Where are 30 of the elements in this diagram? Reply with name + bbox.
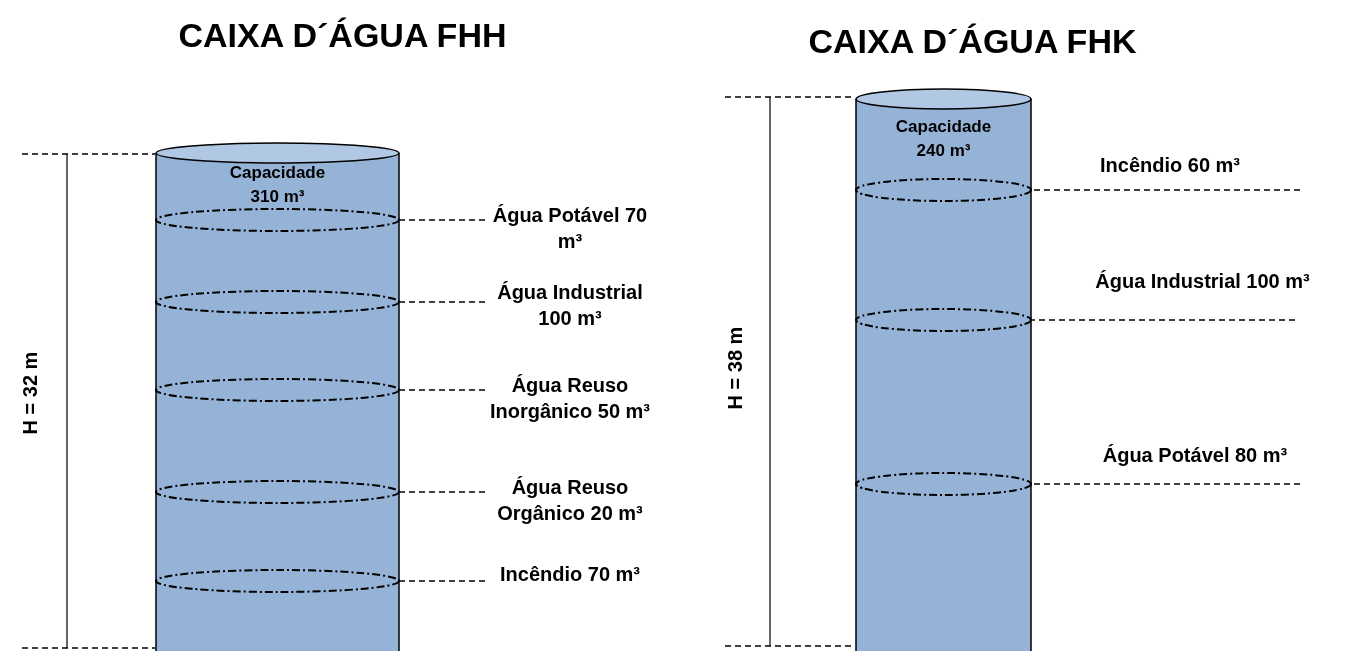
level-ellipse bbox=[155, 208, 400, 232]
tank-title: CAIXA D´ÁGUA FHK bbox=[807, 21, 1138, 62]
height-dimension-label: H = 32 m bbox=[18, 350, 42, 437]
height-dimension-label: H = 38 m bbox=[723, 325, 747, 412]
level-label: Água Industrial 100 m³ bbox=[1040, 268, 1365, 320]
tank-title: CAIXA D´ÁGUA FHH bbox=[177, 15, 508, 56]
level-ellipse bbox=[155, 480, 400, 504]
leader-line bbox=[399, 219, 486, 221]
leader-line bbox=[399, 301, 486, 303]
capacity-label: Capacidade 310 m³ bbox=[228, 162, 327, 208]
level-label: Incêndio 70 m³ bbox=[485, 561, 655, 587]
level-label: Água Reuso Inorgânico 50 m³ bbox=[485, 372, 655, 424]
leader-line bbox=[1031, 189, 1301, 191]
level-ellipse bbox=[855, 308, 1032, 332]
leader-line bbox=[399, 580, 486, 582]
level-ellipse bbox=[155, 290, 400, 314]
level-ellipse bbox=[855, 178, 1032, 202]
level-ellipse bbox=[855, 472, 1032, 496]
level-ellipse bbox=[155, 569, 400, 593]
level-label: Água Potável 70 m³ bbox=[485, 202, 655, 254]
capacity-label: Capacidade 240 m³ bbox=[894, 116, 993, 162]
leader-line bbox=[1031, 319, 1296, 321]
level-label: Água Reuso Orgânico 20 m³ bbox=[485, 474, 655, 526]
level-label: Água Industrial 100 m³ bbox=[485, 279, 655, 331]
level-label: Água Potável 80 m³ bbox=[1045, 442, 1345, 484]
level-ellipse bbox=[155, 378, 400, 402]
level-label: Incêndio 60 m³ bbox=[1040, 152, 1300, 190]
leader-line bbox=[399, 389, 486, 391]
leader-line bbox=[1031, 483, 1301, 485]
leader-line bbox=[399, 491, 486, 493]
